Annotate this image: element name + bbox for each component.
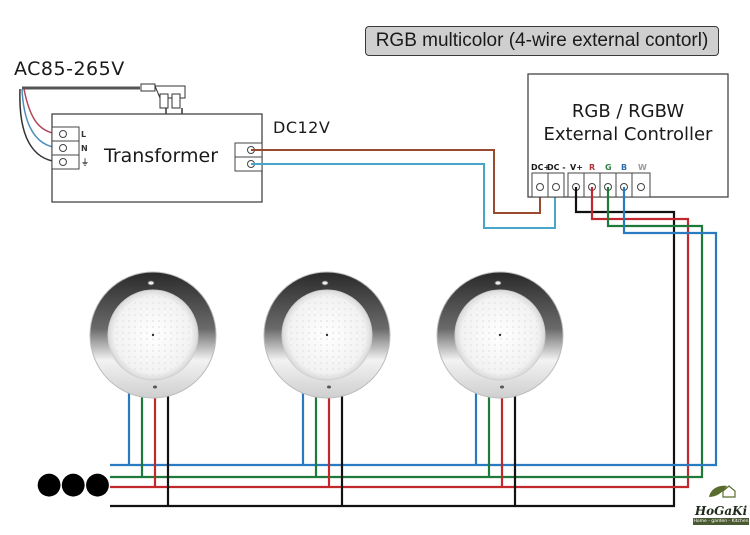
title-badge: RGB multicolor (4-wire external contorl) bbox=[365, 26, 719, 56]
pool-light-2 bbox=[263, 271, 391, 399]
controller-terminal-label: B bbox=[621, 163, 628, 172]
logo-tagline: Home - garden - Kitchen bbox=[693, 518, 749, 525]
wire-red bbox=[110, 187, 690, 489]
transformer-box bbox=[51, 113, 263, 203]
controller-terminal-label: DC - bbox=[547, 163, 566, 172]
logo-name: HoGaKi bbox=[694, 504, 748, 518]
screw-hole-icon bbox=[494, 280, 502, 286]
controller-label: RGB / RGBW External Controller bbox=[528, 100, 728, 146]
continuation-dots: ●●● bbox=[36, 466, 111, 501]
brand-logo: HoGaKi Home - garden - Kitchen bbox=[693, 482, 749, 525]
controller-terminal-label: V+ bbox=[570, 163, 583, 172]
pool-light-1 bbox=[89, 271, 217, 399]
dc-output-label: DC12V bbox=[273, 118, 331, 137]
screw-hole-icon bbox=[321, 280, 329, 286]
wire-v-plus bbox=[110, 187, 676, 508]
terminal-label-neutral: N bbox=[81, 144, 88, 153]
transformer-label: Transformer bbox=[104, 145, 219, 167]
controller-terminal-label: W bbox=[638, 163, 647, 172]
wire-green bbox=[110, 187, 704, 479]
controller-title-line2: External Controller bbox=[543, 124, 713, 145]
ac-voltage-label: AC85-265V bbox=[14, 58, 125, 80]
screw-hole-icon bbox=[153, 385, 157, 389]
controller-terminal-label: R bbox=[589, 163, 596, 172]
terminal-label-live: L bbox=[81, 130, 87, 139]
wire-dc-positive bbox=[251, 149, 541, 214]
controller-terminal-label: G bbox=[605, 163, 612, 172]
terminal-label-earth: ⏚ bbox=[81, 158, 89, 167]
controller-title-line1: RGB / RGBW bbox=[571, 101, 685, 122]
screw-hole-icon bbox=[327, 385, 331, 389]
screw-hole-icon bbox=[147, 280, 155, 286]
screw-hole-icon bbox=[500, 385, 504, 389]
controller-box bbox=[527, 73, 729, 198]
leaf-house-icon bbox=[709, 485, 736, 498]
controller-terminal-label: DC+ bbox=[531, 163, 551, 172]
wire-dc-negative bbox=[251, 163, 556, 229]
pool-light-3 bbox=[436, 271, 564, 399]
